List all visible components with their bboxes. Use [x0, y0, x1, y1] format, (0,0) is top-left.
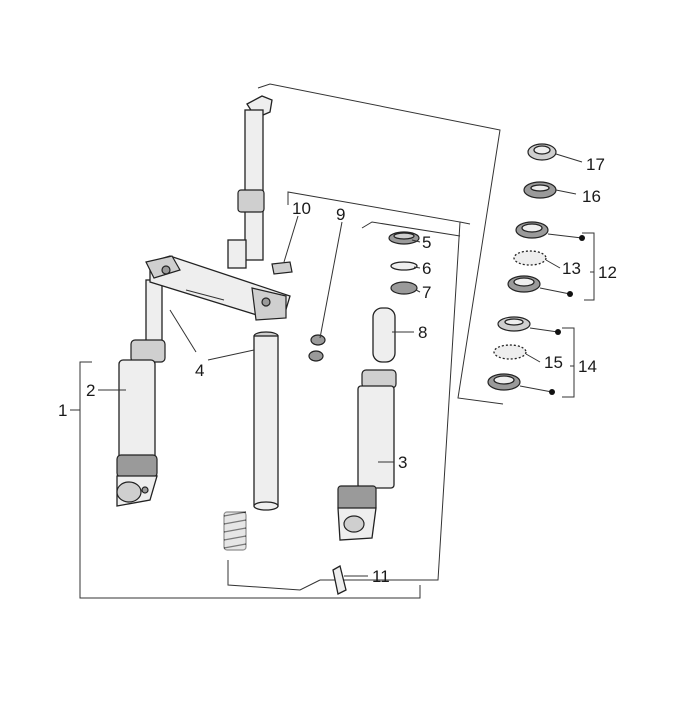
- part-12-lower-cup-inner: [513, 277, 535, 287]
- leader-4b: [207, 349, 255, 361]
- leader-12-upper-dot: [547, 233, 583, 239]
- part-14-lower-race-inner: [493, 375, 515, 385]
- right-fork-slider: [332, 369, 397, 595]
- leader-17: [555, 153, 583, 163]
- group-dots: [549, 235, 585, 395]
- callout-13: 13: [562, 259, 581, 278]
- right-slider-body: [357, 385, 395, 489]
- bracket-group-14: [562, 327, 575, 398]
- stem-boss: [227, 239, 247, 269]
- leader-14-lower-dot: [519, 385, 553, 393]
- leader-4a: [169, 309, 197, 353]
- part-9-bush-lower: [308, 350, 324, 362]
- frame-steering-column: [257, 83, 504, 405]
- part-7-seal: [390, 281, 418, 295]
- leader-12-lower-dot: [539, 287, 571, 295]
- part-17-nut-bore: [533, 145, 551, 155]
- frame-fork-tube-bottom: [227, 560, 321, 591]
- leader-16: [555, 189, 577, 195]
- clamp-bolt-right: [261, 297, 271, 307]
- left-dust-seal: [130, 339, 166, 363]
- clamp-crossbar: [185, 289, 225, 301]
- callout-15: 15: [544, 353, 563, 372]
- callout-17: 17: [586, 155, 605, 174]
- leader-14-upper-dot: [529, 327, 559, 333]
- leader-7: [415, 289, 421, 293]
- part-13-bearing-balls: [513, 250, 547, 266]
- small-fittings: [271, 261, 326, 362]
- fork-tube: [253, 335, 279, 507]
- callout-9: 9: [336, 205, 345, 224]
- right-leg-internals: [372, 231, 420, 363]
- right-fork-tube: [223, 331, 279, 551]
- callout-10: 10: [292, 199, 311, 218]
- callout-2: 2: [86, 381, 95, 400]
- left-fork-leg: [116, 279, 166, 507]
- steering-column: [244, 109, 264, 261]
- part-16-washer-bore: [530, 184, 550, 192]
- bracket-group-12: [582, 232, 595, 301]
- frame-fork-assembly: [79, 361, 421, 599]
- callout-12: 12: [598, 263, 617, 282]
- left-stanchion: [145, 279, 163, 345]
- left-pinch-bolt: [141, 486, 149, 494]
- callout-6: 6: [422, 259, 431, 278]
- part-6-circlip: [390, 261, 418, 271]
- callout-14: 14: [578, 357, 597, 376]
- frame-right-leg-top: [459, 221, 471, 225]
- part-14-upper-race-inner: [504, 318, 524, 326]
- leader-15: [525, 353, 541, 363]
- right-slider-top: [361, 369, 397, 389]
- callout-8: 8: [418, 323, 427, 342]
- left-axle-boss: [116, 481, 142, 503]
- dot-12-upper: [579, 235, 585, 241]
- tube-bottom-rim: [253, 501, 279, 511]
- callout-3: 3: [398, 453, 407, 472]
- right-slider-band: [337, 485, 377, 511]
- fork-spring-body: [223, 511, 247, 551]
- left-slider-band: [116, 454, 158, 478]
- leader-10: [283, 215, 299, 263]
- dot-14-upper: [555, 329, 561, 335]
- dot-14-lower: [549, 389, 555, 395]
- callout-5: 5: [422, 233, 431, 252]
- leader-13: [545, 259, 561, 269]
- clamp-bolt-left: [161, 265, 171, 275]
- group-frames: [79, 83, 595, 599]
- leader-lines: [70, 153, 594, 577]
- part-10-nut: [271, 261, 293, 275]
- callout-16: 16: [582, 187, 601, 206]
- steering-stem-assembly: [145, 95, 291, 321]
- part-5-cap-top: [393, 232, 415, 240]
- bearing-stack: [487, 143, 557, 391]
- part-15-bearing-balls: [493, 344, 527, 360]
- part-12-upper-cup-inner: [521, 223, 543, 233]
- dot-12-lower: [567, 291, 573, 297]
- leader-5: [411, 239, 421, 243]
- frame-fork-tube-group: [361, 221, 461, 237]
- callout-4: 4: [195, 361, 204, 380]
- part-8-damper-rod: [372, 307, 396, 363]
- callout-labels: 1 2 3 4 5 6 7 8 9 10 11 12 13 14 15 16 1…: [58, 155, 617, 586]
- callout-1: 1: [58, 401, 67, 420]
- callout-7: 7: [422, 283, 431, 302]
- column-collar: [237, 189, 265, 213]
- leader-9: [319, 221, 343, 339]
- left-slider-body: [118, 359, 156, 461]
- callout-11: 11: [372, 567, 390, 586]
- part-9-bush-upper: [310, 334, 326, 346]
- part-11-bolt: [332, 565, 347, 595]
- leader-6: [413, 266, 421, 269]
- right-axle-boss: [343, 515, 365, 533]
